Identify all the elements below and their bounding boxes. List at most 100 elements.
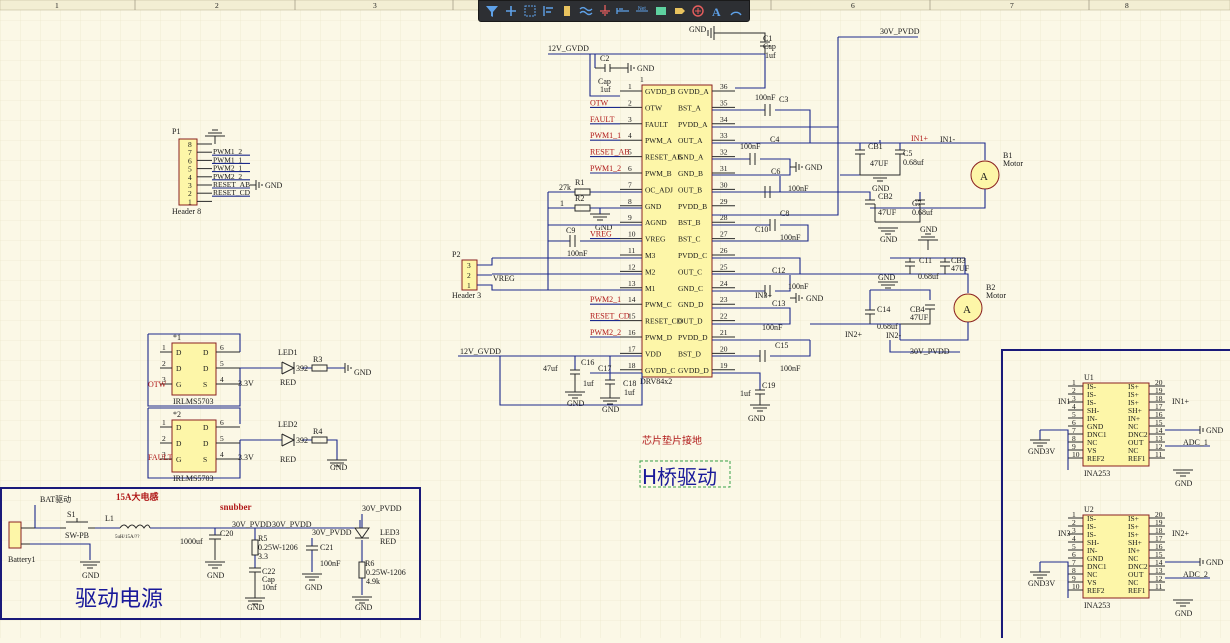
ina-left-pin-num: 10 <box>1072 582 1080 591</box>
ina-left-pin-name: REF2 <box>1087 454 1105 463</box>
p1-pin-net: PWM1_1 <box>213 155 242 164</box>
battery[interactable] <box>8 521 22 549</box>
drv-left-net-label: PWM2_1 <box>590 295 621 304</box>
u1-body[interactable] <box>1082 382 1150 467</box>
net-30v-pvdd-3: 30V_PVDD <box>312 528 352 537</box>
resistor-r3[interactable] <box>311 364 328 372</box>
r4-ref: R4 <box>313 427 322 436</box>
drv-left-pin-num: 15 <box>628 312 636 321</box>
power-supply-box: BAT驱动 Battery1 GND S1 SW-PB 15A大电感 L1 5u… <box>0 487 421 620</box>
ina-right-pin-name: IS+ <box>1128 382 1139 391</box>
u2-body[interactable] <box>1082 514 1150 599</box>
drv-pin1-mark: 1 <box>640 75 644 84</box>
drv-right-pin-num: 32 <box>720 148 728 157</box>
ina-left-pin-num: 1 <box>1072 378 1076 387</box>
ina-right-pin-num: 15 <box>1155 418 1163 427</box>
ina-right-pin-num: 18 <box>1155 394 1163 403</box>
c12-ref: C12 <box>772 266 785 275</box>
resistor-r5[interactable] <box>251 539 259 556</box>
mosfet-q2-body[interactable] <box>171 419 217 473</box>
drv-right-pin-name: PVDD_C <box>678 251 707 260</box>
r6-value2: 4.9k <box>366 577 380 586</box>
cb1-ref: CB1 <box>868 142 883 151</box>
current-sense-border <box>1001 349 1230 638</box>
resistor-r6[interactable] <box>358 561 366 579</box>
port-button[interactable] <box>614 2 633 20</box>
ina-left-pin-name: SH- <box>1087 406 1100 415</box>
battery-ref: Battery1 <box>8 555 36 564</box>
arc-button[interactable] <box>726 2 745 20</box>
p1-pin-num: 7 <box>188 148 192 157</box>
align-button[interactable] <box>539 2 558 20</box>
ina-right-pin-num: 18 <box>1155 526 1163 535</box>
drv-right-pin-num: 22 <box>720 312 728 321</box>
svg-text:A: A <box>712 5 721 18</box>
ina-right-pin-name: NC <box>1128 554 1138 563</box>
c5-value: 0.68uf <box>903 158 924 167</box>
place-part-button[interactable] <box>558 2 577 20</box>
c13-value: 100nF <box>762 323 783 332</box>
bus-button[interactable] <box>577 2 596 20</box>
c4-ref: C4 <box>770 135 779 144</box>
add-button[interactable] <box>502 2 521 20</box>
filter-button[interactable] <box>483 2 502 20</box>
r5-value: 0.25W-1206 <box>258 543 298 552</box>
drv-left-net-label: PWM2_2 <box>590 328 621 337</box>
c2-value: 1uf <box>600 85 611 94</box>
sheet-button[interactable] <box>651 2 670 20</box>
drv-left-pin-num: 5 <box>628 148 632 157</box>
resistor-r4[interactable] <box>311 436 328 444</box>
gnd-label-c4: GND <box>805 163 823 172</box>
resistor-r1[interactable] <box>574 188 591 196</box>
q1-ref: *1 <box>173 333 181 342</box>
ina-left-pin-name: IN- <box>1087 414 1098 423</box>
r1-value: 27k <box>559 183 571 192</box>
p1-pin-net: RESET_AB <box>213 180 250 189</box>
svg-text:Net: Net <box>638 6 646 12</box>
drv-chip[interactable]: 1GVDD_B2OTW3FAULT4PWM_A5RESET_AB6PWM_B7O… <box>620 75 735 386</box>
select-rect-button[interactable] <box>520 2 539 20</box>
ina-right-pin-name: SH+ <box>1128 538 1142 547</box>
harness-button[interactable] <box>670 2 689 20</box>
mosfet-pin-num: 1 <box>162 418 166 427</box>
text-icon: A <box>712 5 721 18</box>
r1-ref: R1 <box>575 178 584 187</box>
resistor-r2[interactable] <box>574 204 591 212</box>
drv-right-pin-num: 26 <box>720 246 728 255</box>
gnd-label-c18: GND <box>602 405 620 414</box>
ina-left-pin-name: IS- <box>1087 530 1097 539</box>
r3-ref: R3 <box>313 355 322 364</box>
c20-ref: C20 <box>220 529 233 538</box>
drv-right-pin-name: GND_A <box>678 153 704 162</box>
no-erc-button[interactable] <box>689 2 708 20</box>
drv-left-net-label: PWM1_1 <box>590 131 621 140</box>
ina-right-pin-num: 12 <box>1155 574 1163 583</box>
ina-right-pin-name: REF1 <box>1128 454 1146 463</box>
net-label-button[interactable]: Net <box>633 2 652 20</box>
gnd-button[interactable] <box>595 2 614 20</box>
drv-left-net-label: VREG <box>590 230 612 239</box>
p1-pin-num: 6 <box>188 156 192 165</box>
c9-ref: C9 <box>566 226 575 235</box>
p1-pin-net: PWM2_2 <box>213 172 242 181</box>
drv-right-pin-num: 36 <box>720 82 728 91</box>
ina-left-pin-num: 9 <box>1072 574 1076 583</box>
header-p1-body[interactable] <box>178 138 198 206</box>
drv-left-pin-num: 8 <box>628 197 632 206</box>
drv-left-pin-num: 2 <box>628 98 632 107</box>
drv-right-pin-num: 35 <box>720 98 728 107</box>
power-section-title: 驱动电源 <box>75 587 163 612</box>
text-button[interactable]: A <box>708 2 727 20</box>
mosfet-pin-name: D <box>203 439 209 448</box>
s1-name: SW-PB <box>65 531 89 540</box>
drv-left-pin-name: M2 <box>645 267 656 276</box>
ina-right-pin-name: IS+ <box>1128 390 1139 399</box>
snubber-label: snubber <box>220 502 252 512</box>
harness-icon <box>674 8 685 14</box>
drv-left-pin-name: PWM_D <box>645 333 673 342</box>
drv-body[interactable] <box>641 84 713 378</box>
mosfet-q1-body[interactable] <box>171 342 217 396</box>
